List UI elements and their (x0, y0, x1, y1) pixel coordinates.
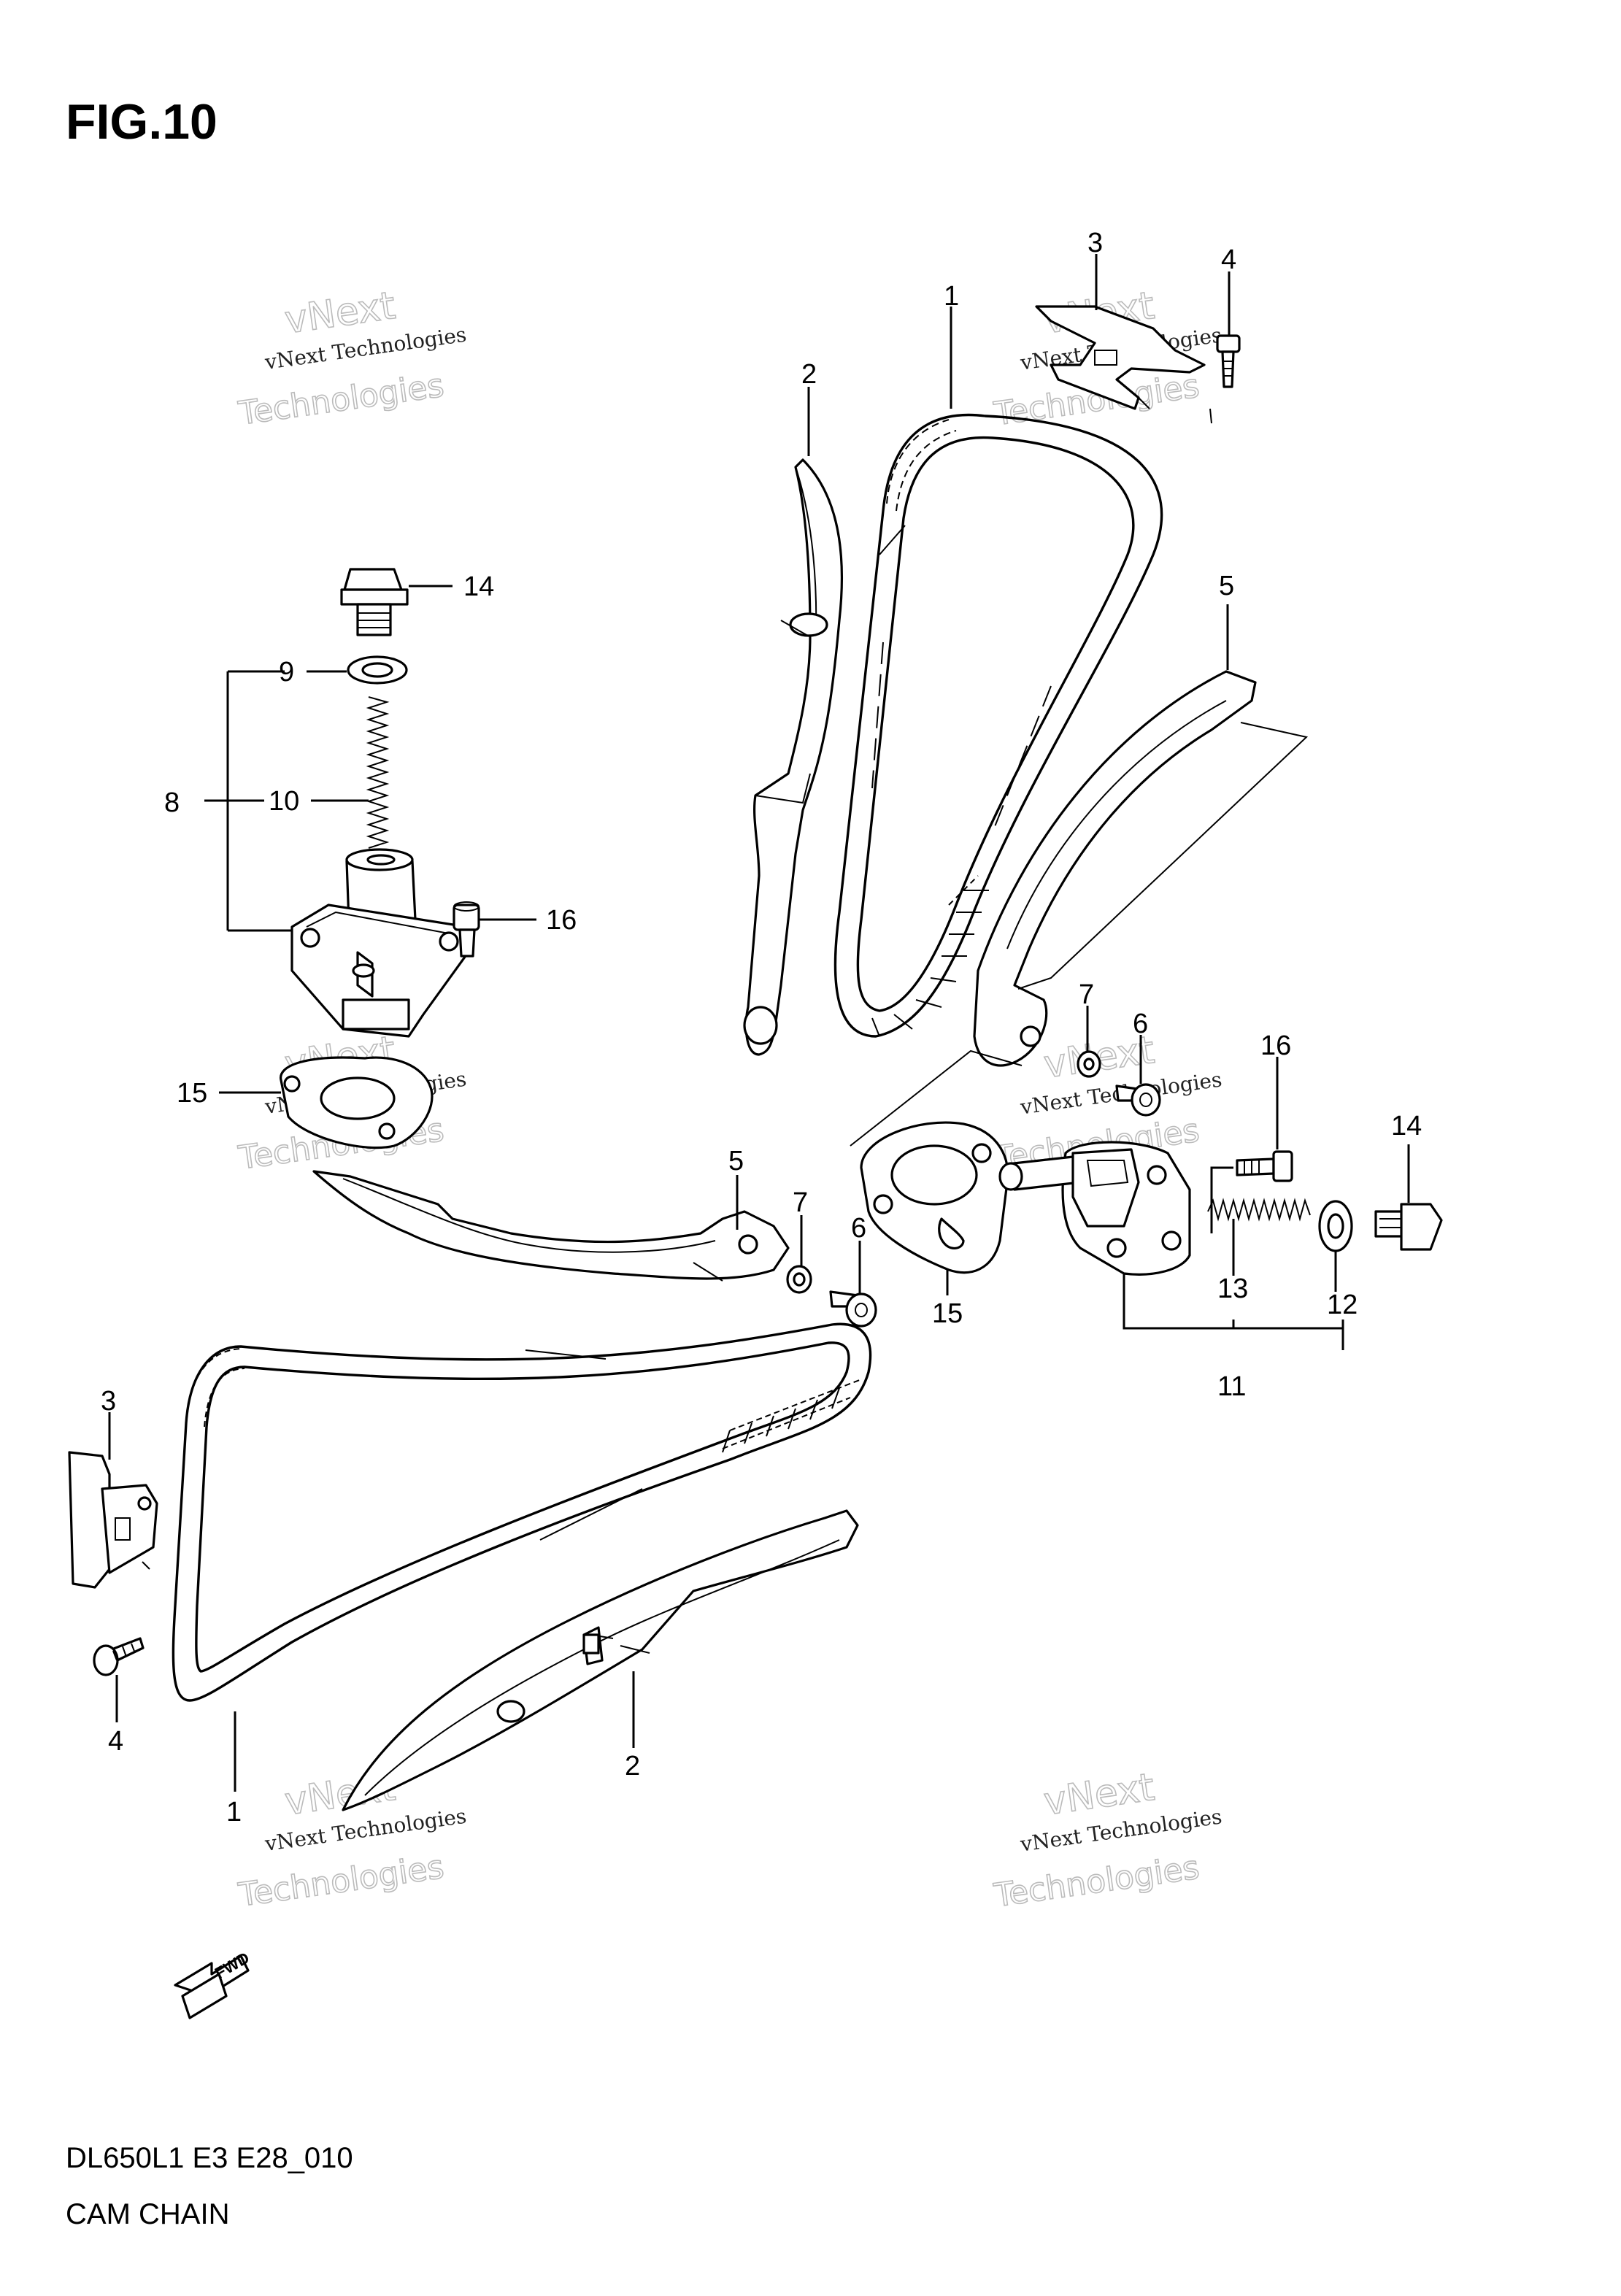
lower-pivot-bolt-left (829, 1290, 877, 1328)
lower-chain-retainer (68, 1451, 158, 1589)
callout-4-lower: 4 (108, 1726, 123, 1757)
model-code: DL650L1 E3 E28_010 (66, 2142, 353, 2174)
callout-1-lower: 1 (226, 1797, 242, 1827)
callout-9: 9 (279, 657, 294, 687)
upper-tensioner-guide (973, 670, 1309, 1067)
callout-5-lower: 5 (728, 1146, 744, 1176)
callout-16-right: 16 (1260, 1030, 1291, 1061)
callout-15-right: 15 (932, 1298, 963, 1329)
upper-retainer-bolt (1209, 334, 1241, 424)
upper-pivot-bolt-right (1115, 1083, 1161, 1117)
callout-8: 8 (164, 787, 180, 818)
svg-text:Technologies: Technologies (236, 1849, 446, 1914)
lower-tensioner-guide (312, 1170, 790, 1282)
left-tensioner-spring (366, 696, 390, 849)
figure-title: FIG.10 (66, 94, 217, 150)
watermark-top-left: vNext vNext Technologies Technologies (236, 283, 469, 433)
left-tensioner-small-bolt (453, 901, 480, 958)
svg-text:Technologies: Technologies (991, 1849, 1201, 1914)
lower-chain-guide (342, 1509, 859, 1811)
right-tensioner-spring (1207, 1198, 1311, 1222)
callout-13: 13 (1217, 1274, 1248, 1304)
diagram-name: CAM CHAIN (66, 2198, 230, 2230)
watermark-word-3: Technologies (236, 367, 446, 433)
callout-12: 12 (1327, 1290, 1358, 1320)
upper-cam-chain (833, 413, 1163, 1038)
callout-14-left: 14 (463, 571, 494, 602)
callout-4-upper: 4 (1221, 244, 1236, 275)
upper-chain-guide (743, 458, 844, 1056)
lower-retainer-bolt (93, 1637, 145, 1676)
left-tensioner-body (290, 848, 472, 1038)
callout-3-lower: 3 (101, 1386, 116, 1417)
watermark-bottom-right: vNext vNext Technologies Technologies (991, 1765, 1224, 1915)
callout-6-lower: 6 (851, 1213, 866, 1244)
callout-11: 11 (1217, 1371, 1246, 1402)
left-tensioner-washer (347, 655, 408, 685)
callout-16-left: 16 (546, 905, 577, 936)
callout-2-upper: 2 (801, 359, 817, 390)
callout-10: 10 (269, 786, 299, 817)
callout-14-right: 14 (1391, 1111, 1422, 1141)
upper-washer-right (1077, 1050, 1101, 1078)
callout-15-left: 15 (177, 1078, 207, 1109)
callout-3-upper: 3 (1087, 228, 1103, 258)
left-tensioner-bolt (340, 568, 409, 636)
callout-6-upper: 6 (1133, 1009, 1148, 1039)
callout-7-upper: 7 (1079, 979, 1094, 1010)
callout-labels: 1 2 3 4 5 6 7 8 9 10 11 12 13 14 14 15 1… (101, 228, 1422, 1827)
right-tensioner-body (998, 1141, 1191, 1276)
right-tensioner-small-bolt (1236, 1150, 1293, 1182)
right-tensioner-bolt (1374, 1203, 1443, 1251)
callout-5-upper: 5 (1219, 571, 1234, 601)
callout-2-lower: 2 (625, 1751, 640, 1781)
lower-washer-left (786, 1265, 812, 1294)
callout-1-upper: 1 (944, 281, 959, 312)
leader-lines (108, 254, 1410, 1792)
callout-7-lower: 7 (793, 1187, 808, 1218)
lower-cam-chain (172, 1322, 872, 1702)
upper-chain-retainer (1035, 305, 1206, 410)
watermark-bottom-left: vNext vNext Technologies Technologies (236, 1765, 469, 1914)
right-tensioner-gasket (860, 1121, 1009, 1274)
right-tensioner-washer (1318, 1200, 1353, 1252)
forward-direction-arrow-icon: FWD (174, 1949, 253, 2019)
left-tensioner-gasket (280, 1056, 434, 1149)
